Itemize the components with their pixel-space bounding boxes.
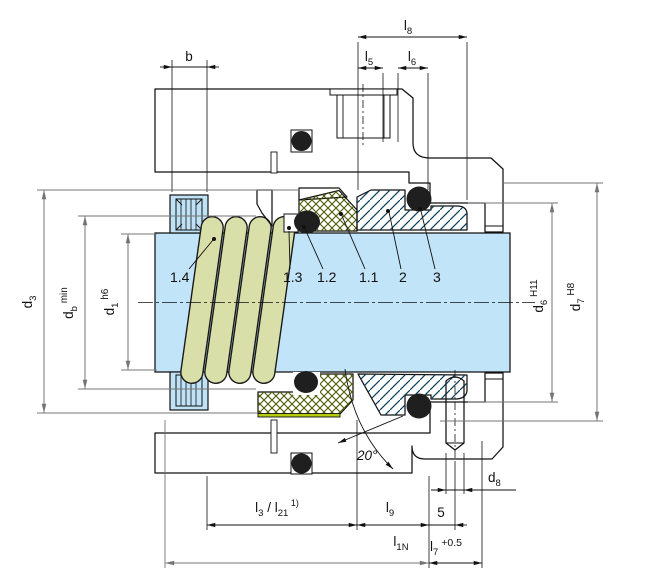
dim-b-label: b — [185, 49, 193, 64]
dim-l6: l6 — [397, 49, 429, 190]
bellows-oring-lower — [294, 371, 318, 393]
bellows-strip-upper — [298, 187, 348, 201]
seat-lower — [357, 370, 468, 462]
dim-l6-label: l6 — [408, 49, 416, 68]
dim-d7-H8: d7 H8 — [440, 182, 603, 422]
seat-oring-lower — [406, 393, 432, 419]
dim-db-min: db min — [59, 215, 256, 390]
dim-d3-label: d3 — [20, 296, 39, 309]
part-label-1-4: 1.4 — [170, 269, 190, 285]
seat-upper — [356, 186, 468, 232]
dim-l3-l21: l3 / l21 1) — [206, 420, 358, 530]
part-labels: 1.4 1.3 1.2 1.1 2 3 — [170, 207, 441, 285]
gland-oring-lower — [291, 453, 312, 474]
dim-l9: l9 — [356, 476, 430, 568]
part-label-1-2: 1.2 — [317, 269, 337, 285]
gland-housing-lower — [154, 372, 504, 475]
dim-l3-label: l3 / l21 1) — [255, 498, 299, 519]
dim-d8: d8 — [431, 453, 516, 494]
dim-d3: d3 — [20, 189, 300, 414]
spring-coils — [180, 216, 296, 384]
bellows-and-face-upper — [256, 187, 358, 234]
part-label-3: 3 — [433, 269, 441, 285]
part-label-2: 2 — [399, 269, 407, 285]
dim-d6-label: d6 H11 — [529, 279, 550, 313]
gland-port-slot-upper — [270, 151, 278, 174]
dim-l7: l7 +0.5 — [428, 441, 483, 568]
anti-rotation-pin — [445, 376, 465, 451]
dim-l9-label: l9 — [386, 500, 394, 519]
dim-5-label: 5 — [437, 505, 445, 520]
dim-d7-label: d7 H8 — [566, 282, 587, 311]
dim-d6-H11: d6 H11 — [468, 202, 558, 403]
dim-l1N: l1N — [164, 420, 430, 568]
gland-port-slot-lower — [270, 419, 278, 454]
seat-oring-upper — [406, 186, 432, 212]
dim-d1-label: d1 h6 — [100, 288, 121, 315]
dim-l5: l5 — [357, 49, 384, 142]
bellows-oring-upper — [294, 210, 320, 234]
gland-housing-upper — [154, 84, 504, 233]
dim-d1-h6: d1 h6 — [100, 233, 157, 371]
dim-db-label: db min — [59, 287, 80, 319]
dim-l8-label: l8 — [404, 18, 412, 37]
bellows-strip-lower — [257, 413, 341, 418]
angle-dimension: 20° — [337, 368, 404, 470]
angle-label: 20° — [356, 448, 378, 463]
dim-b: b — [160, 49, 219, 192]
bellows-and-face-lower — [257, 371, 354, 418]
dim-l1N-label: l1N — [393, 534, 408, 553]
dim-d8-label: d8 — [488, 470, 501, 489]
dim-l7-label: l7 +0.5 — [430, 537, 462, 558]
part-label-1-1: 1.1 — [359, 269, 379, 285]
part-label-1-3: 1.3 — [283, 269, 303, 285]
gland-oring-upper — [291, 131, 312, 151]
dim-l5-label: l5 — [365, 49, 373, 68]
dim-5: 5 — [429, 462, 467, 530]
